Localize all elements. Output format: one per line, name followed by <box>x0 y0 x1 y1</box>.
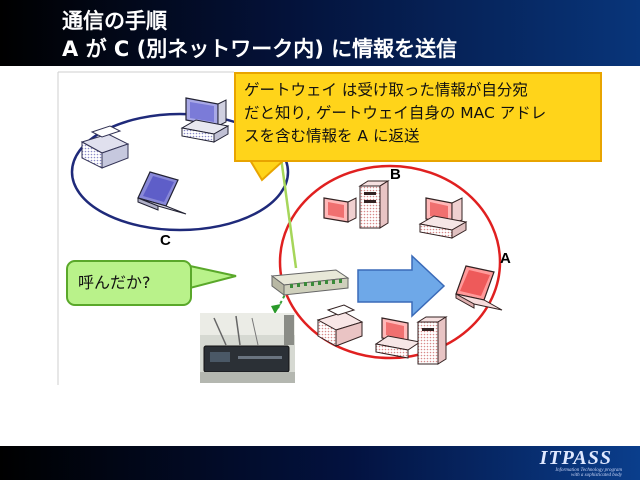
itpass-logo-subtitle: Information Technology program with a so… <box>552 468 622 478</box>
gateway-dotted-arrowhead <box>271 304 281 314</box>
network-hub-icon <box>270 269 350 296</box>
gateway-speech-bubble: 呼んだか? <box>66 260 192 306</box>
slide-title-line1: 通信の手順 <box>62 9 167 33</box>
desktop-pc-icon-right-top <box>418 197 468 239</box>
itpass-logo: ITPASS <box>539 447 612 469</box>
label-node-a: A <box>500 250 511 267</box>
slide-header <box>0 0 640 66</box>
printer-icon-right <box>316 304 364 347</box>
desktop-pc-icon-b <box>323 180 390 229</box>
gateway-router-photo <box>200 313 295 383</box>
slide-title-line2: A が C (別ネットワーク内) に情報を送信 <box>62 37 458 61</box>
slide-footer <box>0 446 640 480</box>
laptop-icon-a <box>455 265 503 311</box>
speech-bubble-tail <box>189 264 237 290</box>
logo-sub-line2: with a sophisticated body <box>571 473 622 478</box>
right-network-ring <box>278 164 502 360</box>
callout-line3: スを含む情報を A に返送 <box>244 127 420 145</box>
laptop-icon-c <box>137 171 187 215</box>
callout-line2: だと知り, ゲートウェイ自身の MAC アドレ <box>244 104 547 122</box>
gateway-link-line <box>278 149 298 269</box>
gateway-dotted-line <box>277 284 291 309</box>
gateway-explanation-callout: ゲートウェイ は受け取った情報が自分宛 だと知り, ゲートウェイ自身の MAC … <box>234 72 602 162</box>
printer-icon-left <box>80 125 130 169</box>
label-node-c: C <box>160 232 171 249</box>
logo-sub-line1: Information Technology program <box>555 468 622 473</box>
desktop-pc-icon-right-bottom <box>374 316 448 365</box>
network-diagram <box>57 71 503 385</box>
desktop-pc-icon-top-left <box>180 97 230 143</box>
callout-pointer <box>248 159 287 182</box>
send-direction-arrow <box>357 254 446 318</box>
left-network-ring <box>70 112 290 232</box>
label-node-b: B <box>390 166 401 183</box>
callout-line1: ゲートウェイ は受け取った情報が自分宛 <box>244 81 528 99</box>
